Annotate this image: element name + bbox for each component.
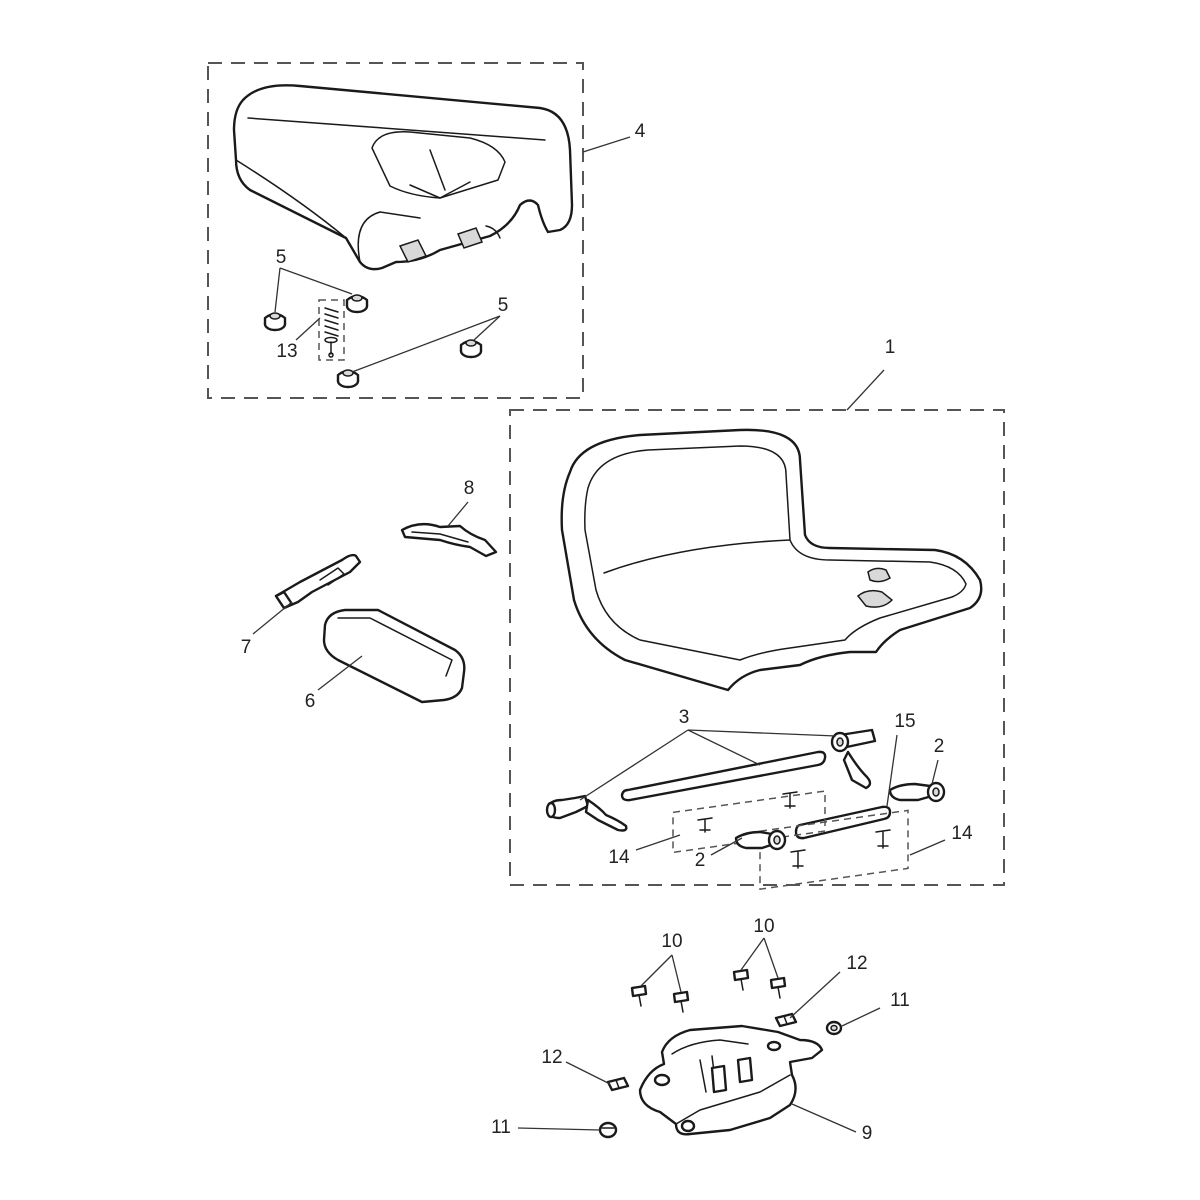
pad-6 [322,608,466,704]
callout-2-right: 2 [934,736,945,757]
callout-7: 7 [241,637,252,658]
callout-6: 6 [305,691,316,712]
rider-seat [560,428,983,692]
strap-7 [274,553,362,610]
pivot-2-left [734,829,787,851]
pillion-seat [232,84,574,271]
rod-15 [794,805,892,840]
bolt-10-c [732,968,750,991]
callout-8: 8 [464,478,475,499]
callout-2-left: 2 [695,850,706,871]
callout-10-right: 10 [753,916,774,937]
grommet-5-top [345,294,369,314]
callout-15: 15 [894,711,915,732]
callout-11-upper: 11 [890,990,910,1011]
callout-1: 1 [885,337,896,358]
nut-11-lower [598,1121,618,1139]
strap-8 [400,522,498,558]
callout-14-right: 14 [951,823,973,844]
callout-12-lower: 12 [541,1047,562,1068]
callout-11-lower: 11 [491,1117,511,1138]
bolt-10-a [630,984,648,1007]
seat-tray-9 [638,1024,824,1136]
callout-9: 9 [862,1123,873,1144]
hinge-rod-3 [545,728,877,832]
nut-11-upper [825,1020,843,1036]
callout-5-upper: 5 [276,247,287,268]
callout-labels: 4 5 5 13 1 8 7 6 3 15 2 14 2 14 10 10 12… [241,121,973,1144]
clip-12-lower [606,1076,630,1092]
bolt-10-b [672,990,690,1013]
pillion-seat-assembly-box [207,62,584,399]
pivot-2-right [888,781,946,803]
callout-14-left: 14 [608,847,630,868]
callout-4: 4 [635,121,646,142]
spring-pin-13 [318,299,345,361]
callout-5-lower: 5 [498,295,509,316]
callout-12-upper: 12 [846,953,867,974]
bolt-10-d [769,976,787,999]
grommet-5-left [263,312,287,332]
fastener-set-14-right [759,809,909,891]
grommet-5-right [459,339,483,359]
callout-3: 3 [679,707,690,728]
callout-13: 13 [276,341,297,362]
callout-10-left: 10 [661,931,682,952]
grommet-5-bottom [336,369,360,389]
leader-lines [252,136,946,1133]
